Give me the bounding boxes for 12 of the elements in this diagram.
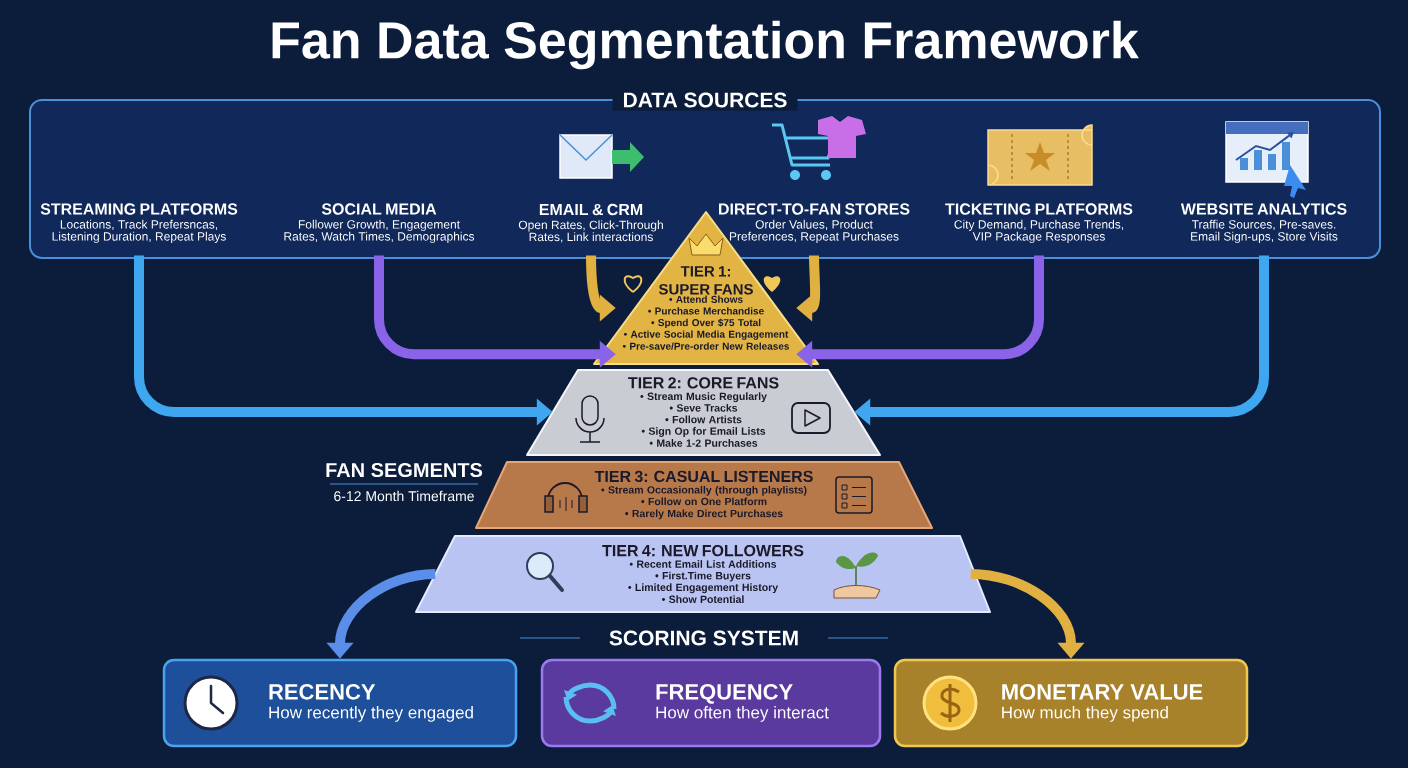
score-card: FREQUENCY How often they interact (540, 658, 882, 748)
section-label: 6-12 Month Timeframe (334, 490, 474, 502)
source-label: SOCIAL MEDIA Follower Growth, Engagement Rates, Watch Times, Demographics (284, 203, 475, 244)
title: Fan Data Segmentation Framework (272, 20, 1139, 70)
section-label: SCORING SYSTEM (609, 630, 798, 646)
score-card: MONETARY VALUE How much they spend (893, 658, 1249, 748)
source-label: WEBSITE ANALYTICS Traffie Sources, Pre-saves. Email Sign-ups, Store Visits (1180, 203, 1347, 244)
pyramid-tier: TIER 2: CORE FANS • Stream Music Regularly • Seve Tracks • Follow Artists • Sign Op for Email Lists • Make 1-2 Purchases (526, 369, 881, 456)
source-label: TICKETING PLATFORMS City Demand, Purchase Trends, VIP Package Responses (945, 203, 1133, 244)
score-card: RECENCY How recently they engaged (162, 658, 518, 748)
source-label: STREAMING PLATFORMS Locations, Track Prefersncas, Listening Duration, Repeat Plays (40, 203, 238, 244)
pyramid-tier: TIER 4: NEW FOLLOWERS • Recent Email List Additions • First.Time Buyers • Limited Engagement History • Show Potential (415, 535, 991, 613)
